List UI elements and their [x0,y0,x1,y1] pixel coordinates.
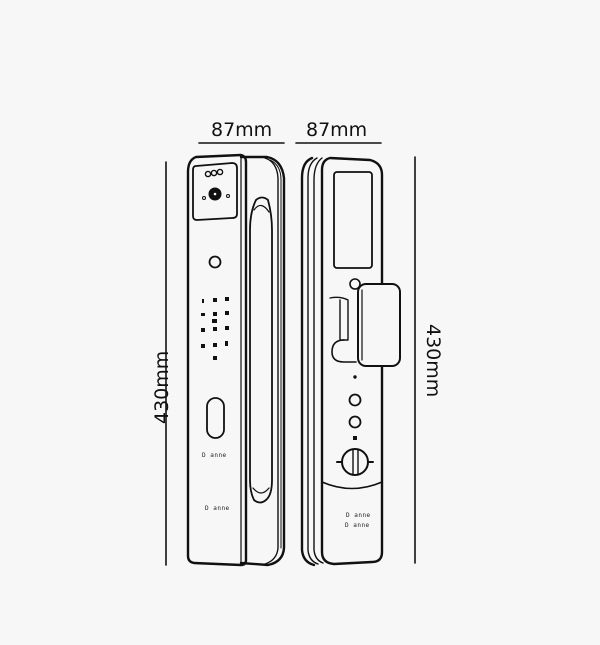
front-lock-body [186,153,286,567]
back-label-2: D anne [345,522,370,529]
front-height-label: 430mm [151,350,173,424]
keypad [201,297,229,360]
dimension-lines [165,142,416,566]
front-label-1: D anne [202,452,227,459]
back-height-label: 430mm [422,324,444,398]
back-width-label: 87mm [306,119,368,141]
back-lock-body [300,156,401,567]
front-label-2: D anne [205,505,230,512]
back-label-1: D anne [346,512,371,519]
front-width-label: 87mm [211,119,273,141]
